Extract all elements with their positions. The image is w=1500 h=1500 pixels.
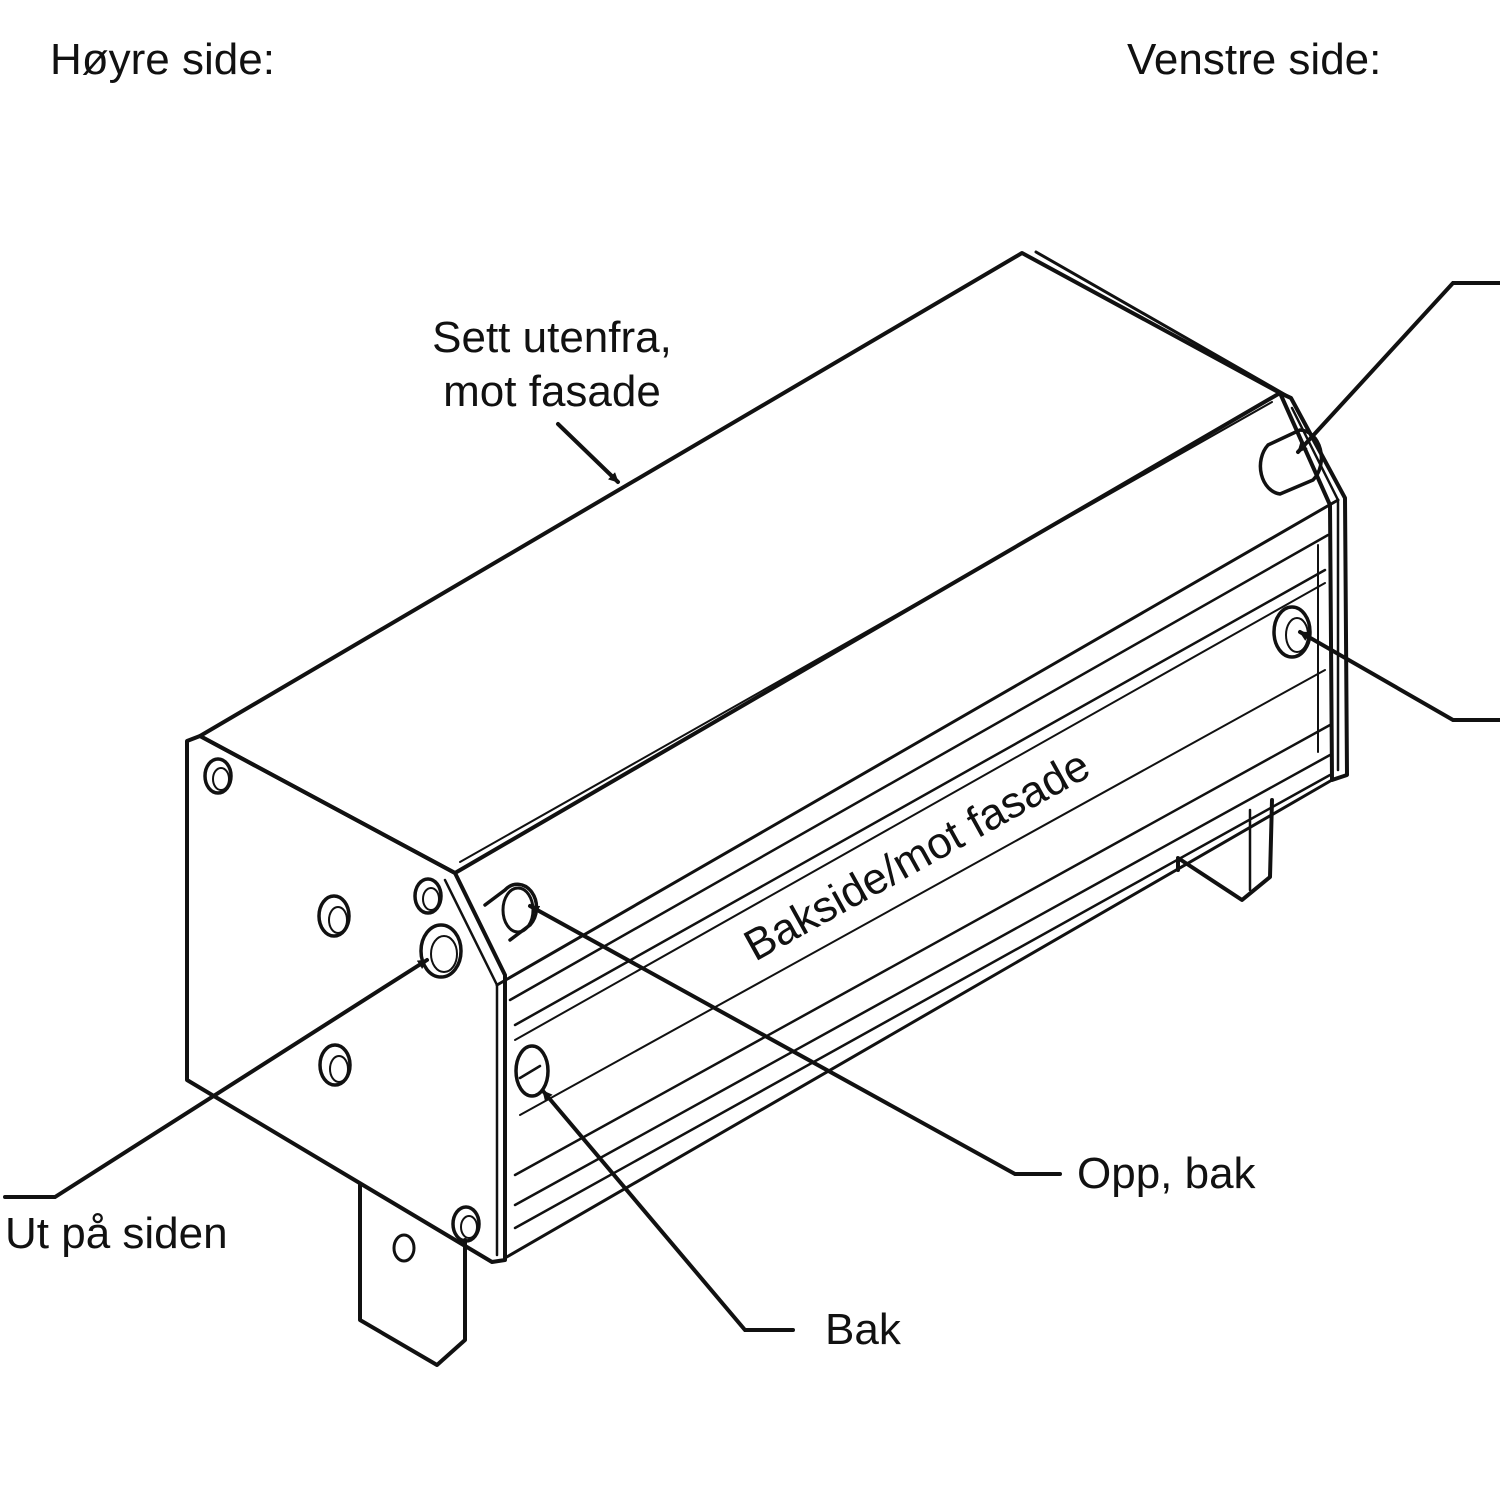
- housing-drawing: [185, 250, 1349, 1367]
- hole-upper-right-inner: [422, 887, 440, 911]
- label-back-face: Bakside/mot fasade: [736, 741, 1098, 971]
- hole-lower-mid-inner: [329, 1055, 349, 1083]
- leader-side-out: [3, 958, 429, 1199]
- side-panel-line-c: [514, 582, 1326, 1041]
- side-panel-line-f: [513, 753, 1332, 1207]
- side-panel-line-g: [513, 773, 1332, 1230]
- top-rib-line: [459, 401, 1273, 863]
- hole-tab: [392, 1233, 416, 1263]
- hole-bottom-right: [451, 1205, 481, 1243]
- top-face-edge: [1034, 250, 1293, 400]
- side-panel-line-b: [513, 568, 1327, 1027]
- side-panel-top-edge: [495, 498, 1340, 987]
- side-panel-line-a: [508, 533, 1330, 1002]
- label-top-line1: Sett utenfra,: [432, 313, 672, 362]
- leader-lines: [3, 281, 1500, 1332]
- hole-large-side: [419, 923, 463, 979]
- hole-upper-mid-inner: [328, 906, 348, 934]
- label-up-back: Opp, bak: [1077, 1149, 1257, 1198]
- leader-back: [541, 1089, 795, 1332]
- side-panel-bottom-edge: [503, 778, 1334, 1260]
- hole-back-lower: [514, 1044, 550, 1098]
- hole-top-left: [203, 757, 233, 795]
- slot-top-back: [483, 882, 539, 942]
- side-panel-line-e: [513, 723, 1332, 1177]
- mounting-tab-front: [358, 1183, 467, 1367]
- leader-top-right: [1296, 281, 1500, 454]
- hole-top-left-inner: [212, 767, 230, 791]
- hole-back-lower-inner: [518, 1064, 542, 1080]
- slot-top-back-end: [501, 886, 535, 934]
- heading-right-side: Høyre side:: [50, 35, 275, 84]
- hole-lower-mid: [318, 1043, 352, 1087]
- label-back: Bak: [825, 1305, 902, 1354]
- label-top-line2: mot fasade: [443, 367, 661, 416]
- heading-left-side: Venstre side:: [1127, 35, 1382, 84]
- end-plate-right: [185, 734, 507, 1264]
- leader-up-back: [528, 904, 1062, 1176]
- end-plate-right-inner: [443, 878, 499, 1257]
- hole-bottom-right-inner: [460, 1215, 478, 1239]
- hole-upper-mid: [317, 894, 351, 938]
- arrow-top: [556, 422, 620, 484]
- side-panel-line-d: [519, 669, 1326, 1116]
- hole-large-side-inner: [430, 935, 458, 973]
- top-face: [198, 251, 1282, 875]
- leader-mid-right: [1298, 630, 1500, 722]
- label-side-out: Ut på siden: [5, 1209, 228, 1258]
- hole-upper-right: [413, 877, 443, 915]
- mounting-tab-back: [1176, 798, 1274, 902]
